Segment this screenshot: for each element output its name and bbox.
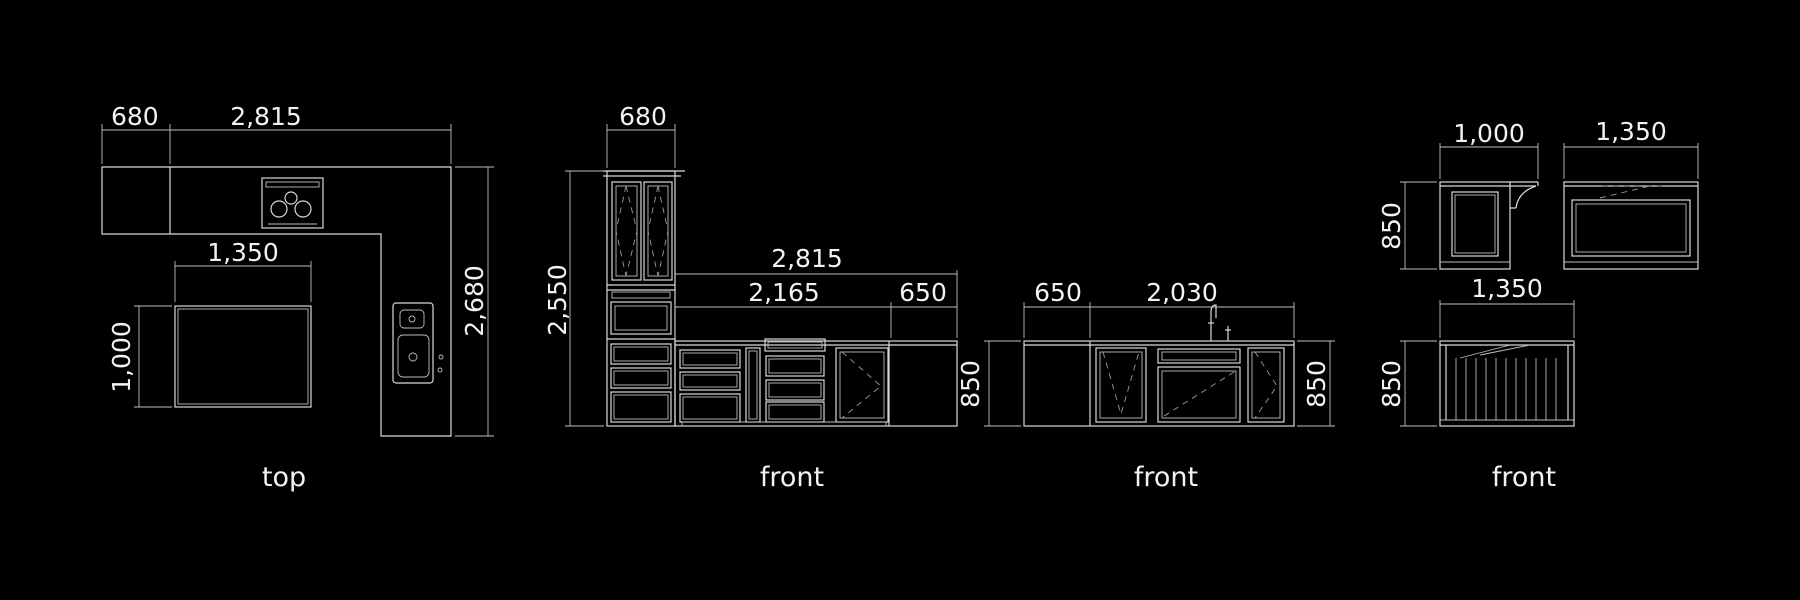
front2-dimensions — [984, 302, 1335, 427]
dim-run-2030: 2,030 — [1146, 278, 1218, 307]
dim-width-680: 680 — [111, 102, 159, 131]
dim-return-650: 650 — [899, 278, 947, 307]
dim-base-height-850: 850 — [956, 360, 985, 408]
cooktop-icon — [261, 177, 324, 229]
dim-island-back-width: 1,350 — [1471, 274, 1543, 303]
island-back-view — [1439, 340, 1575, 427]
top-view: 680 2,815 2,680 1,350 1,000 top — [101, 102, 494, 493]
view-label-front-1: front — [760, 462, 824, 493]
island-elevations: 1,000 1,350 850 1,350 850 front — [1377, 117, 1699, 493]
front-elevation-1: 680 2,550 2,815 2,165 650 850 front — [543, 102, 985, 493]
dim-width-2815: 2,815 — [230, 102, 302, 131]
dim-depth-2680: 2,680 — [460, 265, 489, 337]
dim-run-2815: 2,815 — [771, 244, 843, 273]
front1-dimensions — [565, 124, 958, 427]
dim-tall-width: 680 — [619, 102, 667, 131]
tall-cabinet — [603, 170, 685, 427]
dim-island-height-bottom: 850 — [1377, 360, 1406, 408]
island-plan — [174, 305, 312, 408]
dim-left-650: 650 — [1034, 278, 1082, 307]
sink-run-cabinets — [1023, 340, 1295, 427]
island-side-view — [1439, 181, 1539, 270]
view-label-top: top — [262, 462, 306, 493]
top-dimensions — [101, 124, 494, 437]
view-label-front-3: front — [1492, 462, 1556, 493]
dim-tall-height: 2,550 — [543, 264, 572, 336]
dim-island-front-width: 1,350 — [1595, 117, 1667, 146]
dim-island-height-top: 850 — [1377, 202, 1406, 250]
dim-run-2165: 2,165 — [748, 278, 820, 307]
l-counter-outline — [101, 166, 452, 437]
front-elevation-2: 650 2,030 850 front — [984, 278, 1335, 493]
sink-icon — [392, 302, 444, 384]
dim-sink-height-850: 850 — [1302, 360, 1331, 408]
vertical-slats — [1455, 358, 1557, 420]
view-label-front-2: front — [1134, 462, 1198, 493]
island-front-view — [1563, 181, 1699, 270]
dim-island-width: 1,350 — [207, 238, 279, 267]
dim-island-depth: 1,000 — [107, 321, 136, 393]
faucet-icon — [1208, 304, 1231, 341]
island-dimensions — [1400, 143, 1699, 427]
dim-island-side-width: 1,000 — [1453, 119, 1525, 148]
base-cabinet-run — [674, 338, 958, 427]
